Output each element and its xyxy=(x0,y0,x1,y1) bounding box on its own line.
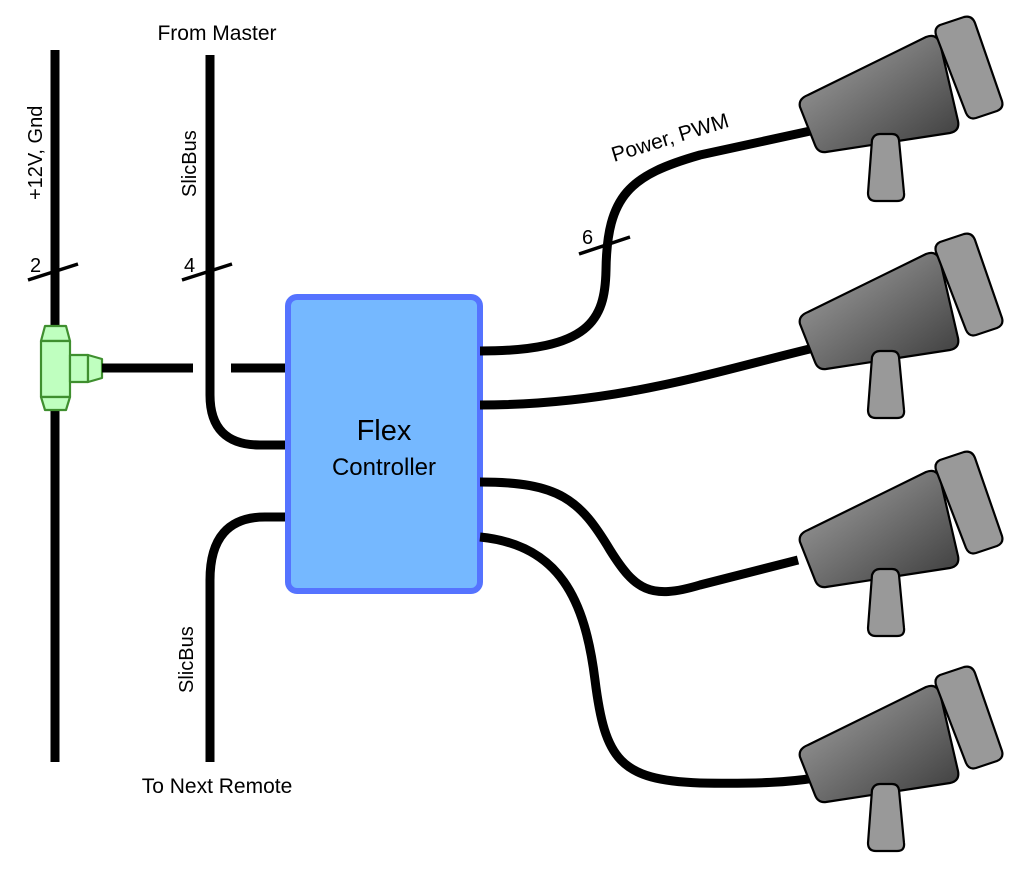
controller-subtitle: Controller xyxy=(332,454,436,481)
lamp-2-icon xyxy=(798,232,1004,420)
lamp-4-icon xyxy=(798,665,1004,853)
slicbus-count-label: 4 xyxy=(184,255,195,277)
flex-controller-box xyxy=(285,294,483,594)
slicbus-count-tick xyxy=(181,262,233,282)
lamp-cable-2 xyxy=(479,342,820,410)
lamp-cable-count-label: 6 xyxy=(582,227,593,249)
slicbus-out-label: SlicBus xyxy=(176,626,198,693)
power-count-label: 2 xyxy=(30,255,41,277)
lamp-cable-4 xyxy=(479,532,816,788)
slicbus-in-wire xyxy=(205,55,291,450)
controller-title: Flex xyxy=(357,415,412,447)
tee-connector xyxy=(39,324,104,412)
lamp-cable-1 xyxy=(479,125,816,356)
lamp-cable-3 xyxy=(479,477,800,597)
to-next-remote-label: To Next Remote xyxy=(142,775,293,798)
lamp-1-icon xyxy=(798,15,1004,203)
from-master-label: From Master xyxy=(157,22,276,45)
slicbus-out-wire xyxy=(205,512,291,762)
lamp-3-icon xyxy=(798,450,1004,638)
power-bus-label: +12V, Gnd xyxy=(25,106,47,200)
lamp-cable-count-tick xyxy=(578,235,631,256)
slicbus-in-label: SlicBus xyxy=(179,130,201,197)
power-count-tick xyxy=(27,262,79,282)
lamp-cable-label: Power, PWM xyxy=(609,109,732,166)
